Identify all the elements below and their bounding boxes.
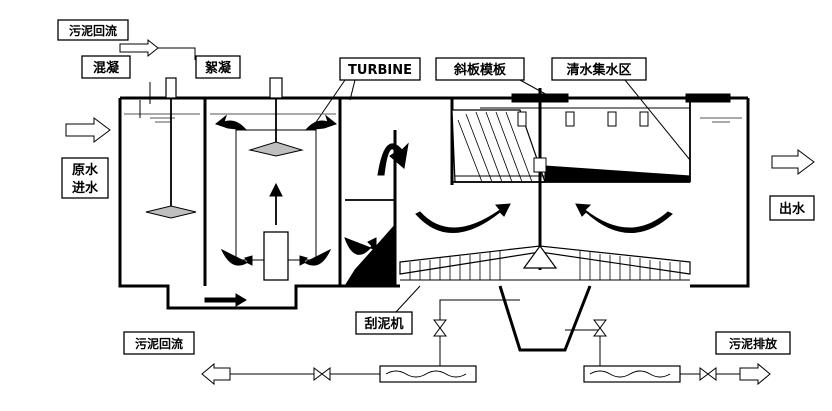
plate-lines (457, 111, 533, 183)
sludge-return-top-box (57, 19, 129, 41)
turbine-leader-1 (311, 79, 346, 129)
sludge-return-top-arrow (119, 38, 159, 58)
discharge-out-arrow (739, 362, 771, 386)
riser-zone (344, 142, 409, 287)
scraper-label: 刮泥机 (364, 316, 403, 332)
scraper-box (355, 311, 413, 335)
bottom-channel-arrow (204, 293, 247, 307)
floc-top-arrow-left (214, 114, 248, 131)
riser-ramp (344, 223, 396, 287)
flocculation-tank (210, 77, 338, 281)
launder-right (685, 93, 731, 103)
shaft-coupling (533, 157, 547, 173)
discharge-pump (583, 365, 681, 383)
sludge-discharge-box (715, 331, 791, 355)
collector-4 (639, 111, 649, 127)
floc-top-arrow-right (304, 114, 338, 131)
sludge-return-top: 污泥回流 (57, 19, 196, 60)
sludge-return-top-label: 污泥回流 (69, 23, 117, 38)
mixing-label: 混凝 (93, 60, 120, 76)
outlet-label: 出水 (779, 201, 806, 217)
sludge-discharge-label: 污泥排放 (729, 336, 778, 351)
scraper-leader (395, 285, 421, 313)
collector-1 (517, 111, 527, 127)
mixer-impeller (145, 205, 197, 219)
scraper-rakes (399, 244, 691, 281)
riser-arrow (377, 142, 409, 176)
outlet-arrow (771, 149, 815, 175)
return-out-arrow (201, 362, 231, 386)
raw-water-label-1: 原水 (72, 162, 99, 178)
sludge-return-bottom-box (123, 331, 195, 355)
turbine-label: TURBINE (348, 63, 412, 78)
clear-water-box (551, 57, 647, 81)
floc-swirl-left (220, 248, 253, 266)
clear-water-leader (624, 79, 691, 161)
clear-water-channel (544, 165, 691, 183)
mixer-motor (165, 77, 177, 99)
inclined-plate-box (435, 57, 525, 81)
sludge-return-pipe (158, 47, 196, 60)
inlet-arrow (65, 117, 111, 143)
return-pump (379, 365, 477, 383)
raw-water-label-2: 进水 (72, 180, 99, 196)
mixing-box (81, 55, 131, 79)
settler-arrow-left (415, 203, 511, 233)
flocculation-box (195, 55, 241, 79)
collector-2 (565, 111, 575, 127)
floc-motor (269, 77, 283, 99)
raw-water-box (61, 157, 109, 199)
clear-water-label: 清水集水区 (566, 62, 631, 78)
inclined-plate-label: 斜板模板 (453, 62, 507, 78)
piping (201, 299, 771, 386)
riser-swirl (344, 237, 377, 255)
collector-3 (607, 111, 617, 127)
turbine-impeller (248, 141, 304, 157)
settling-tank (399, 88, 742, 281)
settler-arrow-right (575, 203, 673, 233)
tank-outline (118, 96, 750, 352)
turbine-box (339, 57, 421, 81)
draft-tube-base (263, 231, 289, 281)
outlet-box (769, 195, 815, 221)
mixing-tank (124, 77, 200, 219)
floc-swirl-right (299, 248, 332, 266)
sludge-return-bottom-label: 污泥回流 (135, 336, 183, 351)
flocculation-label: 絮凝 (205, 60, 232, 76)
